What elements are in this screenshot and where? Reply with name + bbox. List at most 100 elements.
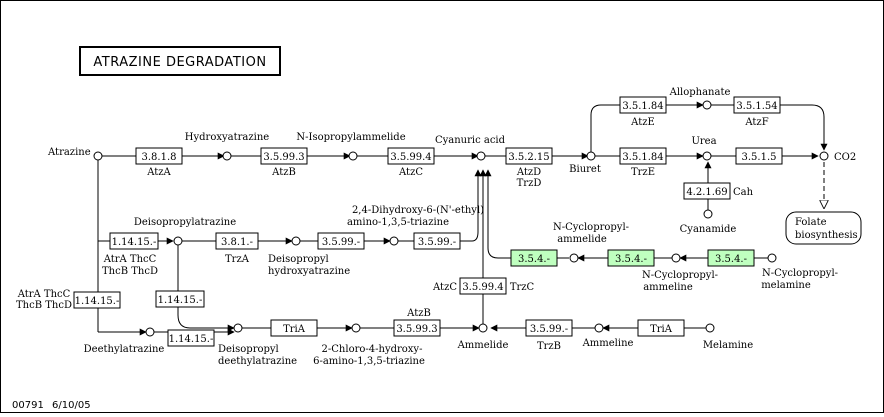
enzyme-box-35184-top[interactable]: 3.5.1.84 bbox=[619, 96, 667, 114]
compound-hydroxyatrazine-node[interactable] bbox=[222, 151, 232, 161]
compound-deethylatrazine-node[interactable] bbox=[145, 327, 155, 337]
enzyme-box-11415-d[interactable]: 1.14.15.- bbox=[167, 329, 215, 347]
enzyme-box-11415-c[interactable]: 1.14.15.- bbox=[155, 290, 205, 308]
enzyme-label: 3.5.99.- bbox=[322, 237, 360, 248]
enzyme-label: 3.5.99.3 bbox=[263, 152, 304, 163]
gene-atzc: AtzC bbox=[398, 167, 423, 178]
compound-n-cyclopropylmelamine-node[interactable] bbox=[767, 253, 777, 263]
enzyme-label: 1.14.15.- bbox=[158, 295, 203, 306]
gene-trzd: TrzD bbox=[517, 178, 542, 189]
gene-atzf: AtzF bbox=[744, 117, 768, 128]
gene-trzc: TrzC bbox=[510, 282, 535, 293]
enzyme-label: 3.5.4.- bbox=[518, 254, 550, 265]
label-urea: Urea bbox=[691, 136, 716, 147]
compound-allophanate-node[interactable] bbox=[702, 100, 712, 110]
label-n-isopropylammelide: N-Isopropylammelide bbox=[296, 132, 405, 143]
enzyme-box-3599-a[interactable]: 3.5.99.- bbox=[317, 232, 365, 250]
label-deisopropylhydroxyatrazine-2: hydroxyatrazine bbox=[268, 266, 350, 277]
enzyme-box-35215[interactable]: 3.5.2.15 bbox=[505, 147, 553, 165]
enzyme-box-11415-b[interactable]: 1.14.15.- bbox=[73, 291, 121, 309]
compound-atrazine-node[interactable] bbox=[93, 151, 103, 161]
compound-n-cyclopropylammelide-node[interactable] bbox=[569, 253, 579, 263]
compound-cyanuric-acid-node[interactable] bbox=[476, 151, 486, 161]
enzyme-label: 1.14.15.- bbox=[75, 296, 120, 307]
enzyme-box-3599-3-bottom[interactable]: 3.5.99.3 bbox=[393, 319, 441, 337]
enzyme-box-3599-b[interactable]: 3.5.99.- bbox=[413, 232, 461, 250]
enzyme-box-35184-mid[interactable]: 3.5.1.84 bbox=[619, 147, 667, 165]
enzyme-box-3599-4-bottom[interactable]: 3.5.99.4 bbox=[459, 277, 507, 295]
gene-atza: AtzA bbox=[146, 167, 171, 178]
enzyme-box-354-c[interactable]: 3.5.4.- bbox=[707, 249, 755, 267]
gene-atzb: AtzB bbox=[271, 167, 296, 178]
enzyme-box-3515[interactable]: 3.5.1.5 bbox=[735, 147, 783, 165]
enzyme-box-42169[interactable]: 4.2.1.69 bbox=[683, 182, 731, 200]
map-title-text: ATRAZINE DEGRADATION bbox=[93, 55, 266, 70]
label-n-cyclopropylmelamine-1: N-Cyclopropyl- bbox=[762, 268, 838, 279]
compound-n-isopropylammelide-node[interactable] bbox=[348, 151, 358, 161]
enzyme-label: 3.5.4.- bbox=[715, 254, 747, 265]
gene-atze: AtzE bbox=[630, 117, 655, 128]
enzyme-label: 3.5.1.84 bbox=[622, 152, 663, 163]
gene-trzb: TrzB bbox=[537, 341, 561, 352]
gene-labels: AtzA AtzB AtzC AtzD TrzD AtzE AtzF TrzE … bbox=[16, 117, 769, 352]
compound-melamine-node[interactable] bbox=[705, 323, 715, 333]
enzyme-box-3599-c[interactable]: 3.5.99.- bbox=[525, 319, 573, 337]
gene-trze: TrzE bbox=[631, 167, 655, 178]
label-dihydroxy-triazine-2: amino-1,3,5-triazine bbox=[347, 217, 449, 228]
gene-atzd: AtzD bbox=[516, 167, 541, 178]
label-deethylatrazine: Deethylatrazine bbox=[84, 344, 165, 355]
compound-deisopropylatrazine-node[interactable] bbox=[173, 236, 183, 246]
enzyme-box-3599-3-top[interactable]: 3.5.99.3 bbox=[260, 147, 308, 165]
pathway-link-line1: Folate bbox=[795, 217, 827, 228]
enzyme-label: 3.5.1.84 bbox=[622, 101, 663, 112]
compound-biuret-node[interactable] bbox=[586, 151, 596, 161]
compound-n-cyclopropylammeline-node[interactable] bbox=[671, 253, 681, 263]
enzyme-label: TriA bbox=[650, 324, 673, 335]
enzyme-box-354-a[interactable]: 3.5.4.- bbox=[510, 249, 558, 267]
compound-urea-node[interactable] bbox=[702, 151, 712, 161]
enzyme-label: 1.14.15.- bbox=[169, 334, 214, 345]
enzyme-box-tria-b[interactable]: TriA bbox=[637, 319, 685, 337]
label-ammeline: Ammeline bbox=[582, 338, 634, 349]
enzyme-box-11415-a[interactable]: 1.14.15.- bbox=[109, 232, 159, 250]
enzyme-box-tria-a[interactable]: TriA bbox=[270, 319, 318, 337]
label-deisopropyldeethylatrazine-1: Deisopropyl bbox=[218, 344, 279, 355]
enzyme-box-381[interactable]: 3.8.1.- bbox=[215, 232, 259, 250]
compound-deisopropyldeethylatrazine-node[interactable] bbox=[233, 323, 243, 333]
label-deisopropylatrazine: Deisopropylatrazine bbox=[134, 217, 236, 228]
gene-atzc-2: AtzC bbox=[432, 282, 457, 293]
gene-atzb-2: AtzB bbox=[406, 308, 431, 319]
enzyme-label: 3.5.99.- bbox=[530, 324, 568, 335]
label-melamine: Melamine bbox=[703, 340, 753, 351]
compound-chloro-dihydroxy-triazine-node[interactable] bbox=[351, 323, 361, 333]
label-chloro-dihydroxy-triazine-2: 6-amino-1,3,5-triazine bbox=[313, 356, 425, 367]
compound-labels: Atrazine Hydroxyatrazine N-Isopropylamme… bbox=[47, 87, 856, 367]
enzyme-box-3599-4-top[interactable]: 3.5.99.4 bbox=[387, 147, 435, 165]
gene-cah: Cah bbox=[733, 187, 754, 198]
enzyme-label: 3.5.99.4 bbox=[390, 152, 431, 163]
compound-cyanamide-node[interactable] bbox=[703, 209, 713, 219]
label-n-cyclopropylmelamine-2: melamine bbox=[761, 280, 811, 291]
pathway-link-line2: biosynthesis bbox=[795, 230, 858, 241]
enzyme-label: 3.5.99.4 bbox=[462, 282, 503, 293]
enzyme-box-35154[interactable]: 3.5.1.54 bbox=[733, 96, 781, 114]
folate-biosynthesis-link[interactable]: Folate biosynthesis bbox=[785, 211, 862, 245]
enzyme-box-3818[interactable]: 3.8.1.8 bbox=[135, 147, 183, 165]
label-allophanate: Allophanate bbox=[669, 87, 731, 98]
enzyme-label: 3.5.99.- bbox=[418, 237, 456, 248]
gene-thcb-thcd-1: ThcB ThcD bbox=[102, 266, 158, 277]
enzyme-label: TriA bbox=[283, 324, 306, 335]
label-ammelide: Ammelide bbox=[457, 340, 509, 351]
map-date: 6/10/05 bbox=[52, 400, 91, 411]
compound-ammeline-node[interactable] bbox=[594, 323, 604, 333]
label-n-cyclopropylammelide-2: ammelide bbox=[557, 234, 607, 245]
compound-deisopropylhydroxyatrazine-node[interactable] bbox=[291, 236, 301, 246]
compound-ammelide-node[interactable] bbox=[478, 323, 488, 333]
label-chloro-dihydroxy-triazine-1: 2-Chloro-4-hydroxy- bbox=[322, 344, 423, 355]
compound-dihydroxy-triazine-node[interactable] bbox=[389, 236, 399, 246]
enzyme-box-354-b[interactable]: 3.5.4.- bbox=[607, 249, 655, 267]
label-deisopropyldeethylatrazine-2: deethylatrazine bbox=[218, 356, 297, 367]
compound-co2-node[interactable] bbox=[819, 151, 829, 161]
enzyme-label: 3.5.1.5 bbox=[742, 152, 777, 163]
